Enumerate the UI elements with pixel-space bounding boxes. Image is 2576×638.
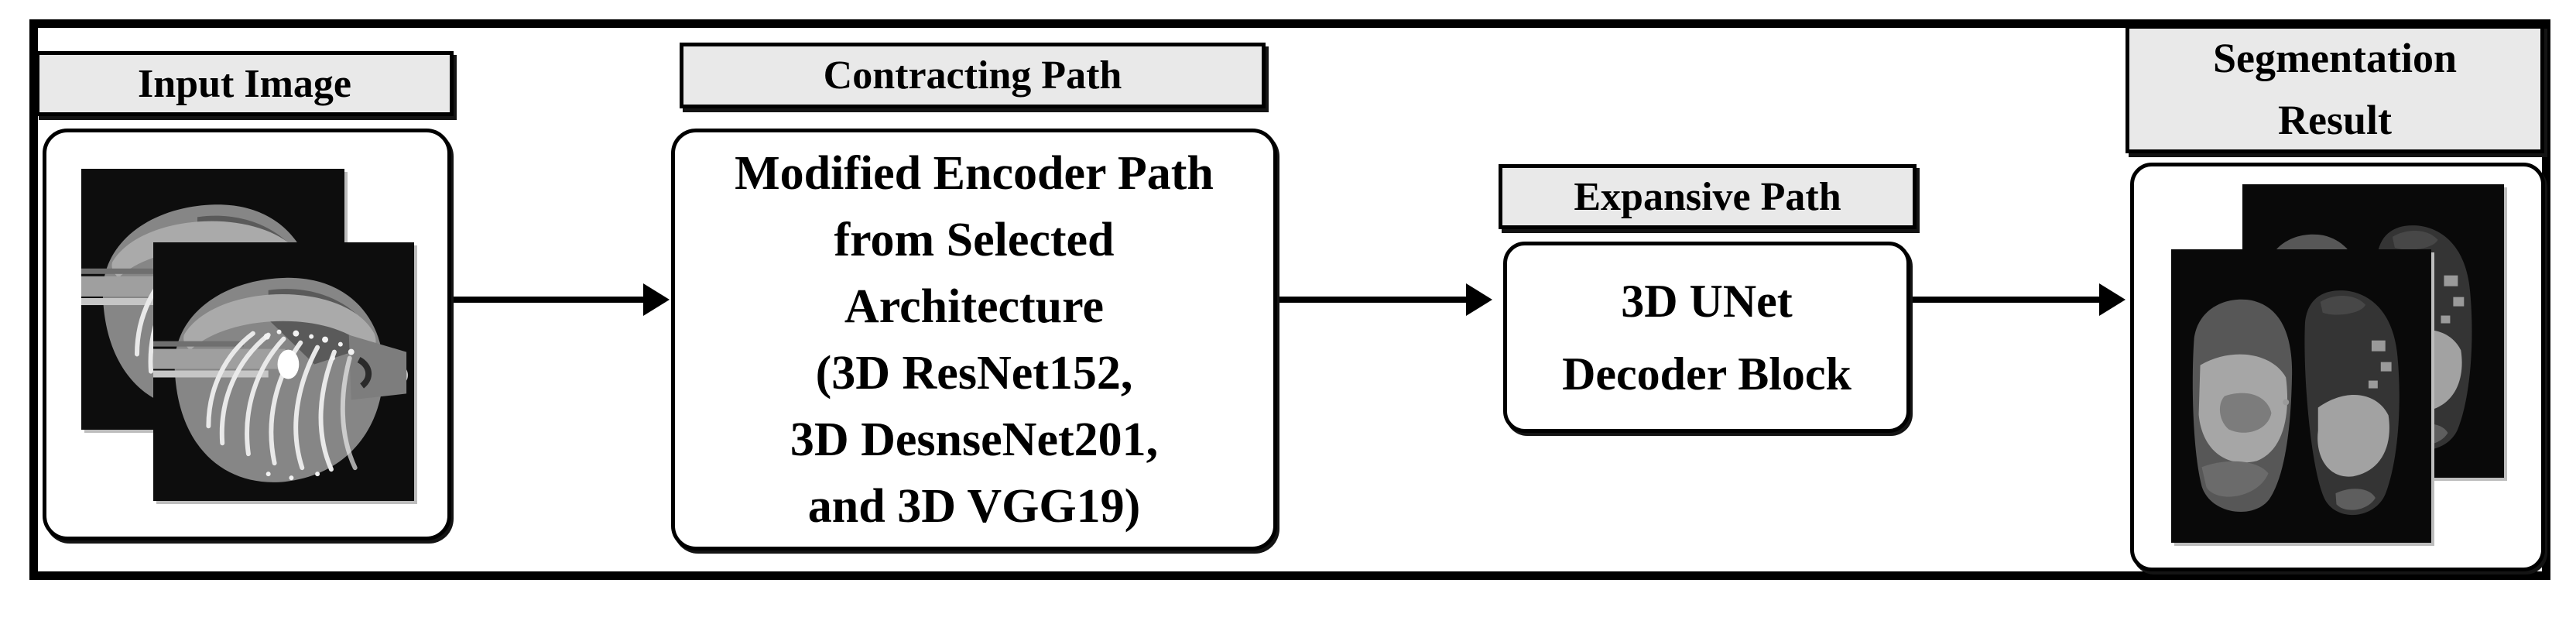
lung-mask-icon	[2171, 249, 2431, 543]
encoder-text-line: 3D DesnseNet201,	[790, 413, 1159, 466]
expansive-path-label: Expansive Path	[1574, 174, 1841, 219]
ct-scan-rendering-icon	[153, 242, 414, 501]
contracting-path-label: Contracting Path	[823, 53, 1122, 98]
input-image-label-box: Input Image	[36, 51, 454, 116]
input-image-label: Input Image	[138, 61, 351, 106]
decoder-text-line: Decoder Block	[1562, 348, 1852, 400]
encoder-text-line: and 3D VGG19)	[807, 479, 1141, 533]
arrow-shaft	[451, 297, 643, 303]
expansive-path-label-box: Expansive Path	[1499, 164, 1917, 229]
encoder-text-line: Modified Encoder Path	[735, 146, 1214, 200]
arrow-head-icon	[2099, 283, 2126, 316]
segmentation-result-label-line: Result	[2278, 97, 2392, 143]
ct-scan-image-front	[153, 242, 414, 501]
contracting-path-label-box: Contracting Path	[680, 43, 1266, 108]
arrow-shaft	[1277, 297, 1466, 303]
encoder-text-line: (3D ResNet152,	[815, 346, 1133, 400]
lung-segmentation-image-front	[2171, 249, 2431, 543]
decoder-text-line: 3D UNet	[1621, 275, 1793, 327]
arrow-head-icon	[1466, 283, 1492, 316]
arrow-shaft	[1910, 297, 2099, 303]
segmentation-result-label-line: Segmentation	[2213, 35, 2457, 81]
encoder-text-line: from Selected	[834, 213, 1115, 266]
encoder-path-box: Modified Encoder Path from Selected Arch…	[671, 129, 1277, 551]
decoder-block-box: 3D UNet Decoder Block	[1503, 242, 1910, 433]
arrow-head-icon	[643, 283, 670, 316]
segmentation-result-label-box: Segmentation Result	[2126, 25, 2544, 153]
encoder-text-line: Architecture	[844, 280, 1105, 333]
